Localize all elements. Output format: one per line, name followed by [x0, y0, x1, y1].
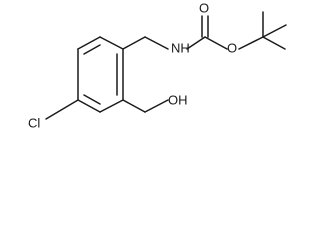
ring-bond: [99, 36, 124, 50]
ester-oxygen-bond: [204, 36, 228, 50]
ester-to-quaternary-bond: [238, 36, 264, 50]
amine-label: NH: [171, 40, 190, 55]
chemical-structure-diagram: Cl NH O O OH: [28, 0, 287, 130]
hydroxymethyl-carbon-bond: [122, 99, 146, 113]
ring-bond: [99, 99, 124, 113]
tert-butyl-methyl-bond: [262, 24, 287, 38]
ring-bond: [77, 99, 101, 113]
ester-oxygen-label: O: [227, 40, 237, 55]
carbonyl-oxygen-label: O: [199, 0, 209, 15]
methylene-bond: [122, 36, 146, 50]
chlorine-label: Cl: [28, 115, 40, 130]
hydroxyl-label: OH: [168, 92, 188, 107]
ring-double-bond-inner: [83, 44, 101, 55]
amine-bond: [144, 36, 169, 50]
hydroxyl-bond: [144, 99, 169, 113]
tert-butyl-methyl-bond: [262, 36, 286, 50]
carbonyl-carbon-bond: [186, 36, 206, 50]
ring-bond: [77, 36, 101, 50]
benzene-ring: [77, 36, 124, 113]
chlorine-bond: [45, 99, 79, 120]
ring-double-bond-inner: [83, 94, 101, 105]
